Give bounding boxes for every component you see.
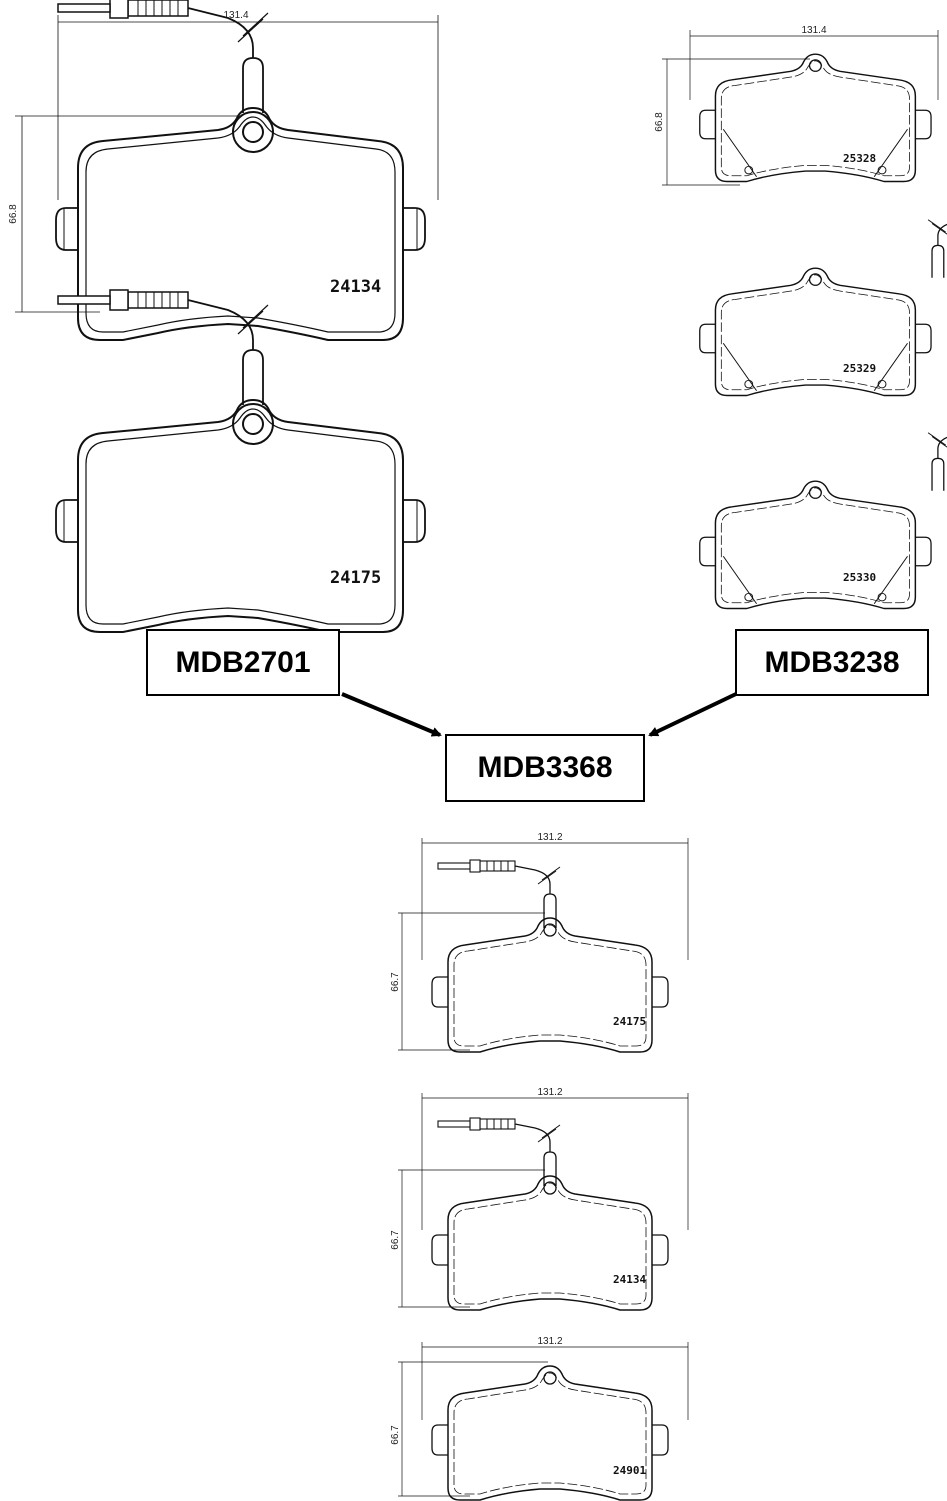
mdb3368-label-box: MDB3368 [445, 734, 645, 802]
mdb2701-height-dimension: 66.8 [8, 204, 19, 224]
brake-pad-24901 [431, 1365, 669, 1501]
mdb3238-label-box: MDB3238 [735, 629, 929, 696]
mdb3368-pad2-width-dimension: 131.2 [537, 1087, 562, 1098]
arrow-mdb3238-to-mdb3368 [648, 692, 737, 737]
brake-pad-25329 [699, 212, 947, 397]
mdb3368-pad2-height-dimension: 66.7 [390, 1230, 401, 1250]
part-number-24175-bottom: 24175 [613, 1015, 646, 1028]
mdb2701-label-box: MDB2701 [146, 629, 340, 696]
mdb3368-pad2-dimension-lines [398, 1093, 689, 1308]
part-number-25328: 25328 [843, 152, 876, 165]
mdb3368-pad3-height-dimension: 66.7 [390, 1425, 401, 1445]
mdb3368-pad1-height-dimension: 66.7 [390, 972, 401, 992]
brake-pad-25328 [699, 53, 932, 183]
mdb3238-dimension-lines [662, 30, 939, 186]
part-number-24134-top: 24134 [330, 277, 381, 297]
mdb3238-height-dimension: 66.8 [654, 112, 665, 132]
part-number-25329: 25329 [843, 362, 876, 375]
brake-pad-25330 [699, 425, 947, 610]
mdb3368-pad1-dimension-lines [398, 838, 689, 1051]
part-number-24134-bottom: 24134 [613, 1273, 646, 1286]
part-number-24175-top: 24175 [330, 568, 381, 588]
mdb2701-dimension-lines [15, 15, 439, 313]
arrow-mdb2701-to-mdb3368 [341, 692, 442, 737]
mdb3368-pad3-dimension-lines [398, 1342, 689, 1497]
mdb3368-pad3-width-dimension: 131.2 [537, 1336, 562, 1347]
mdb3368-pad1-width-dimension: 131.2 [537, 832, 562, 843]
mdb3238-width-dimension: 131.4 [801, 25, 826, 36]
part-number-24901: 24901 [613, 1464, 646, 1477]
mdb2701-width-dimension: 131.4 [223, 10, 248, 21]
part-number-25330: 25330 [843, 571, 876, 584]
